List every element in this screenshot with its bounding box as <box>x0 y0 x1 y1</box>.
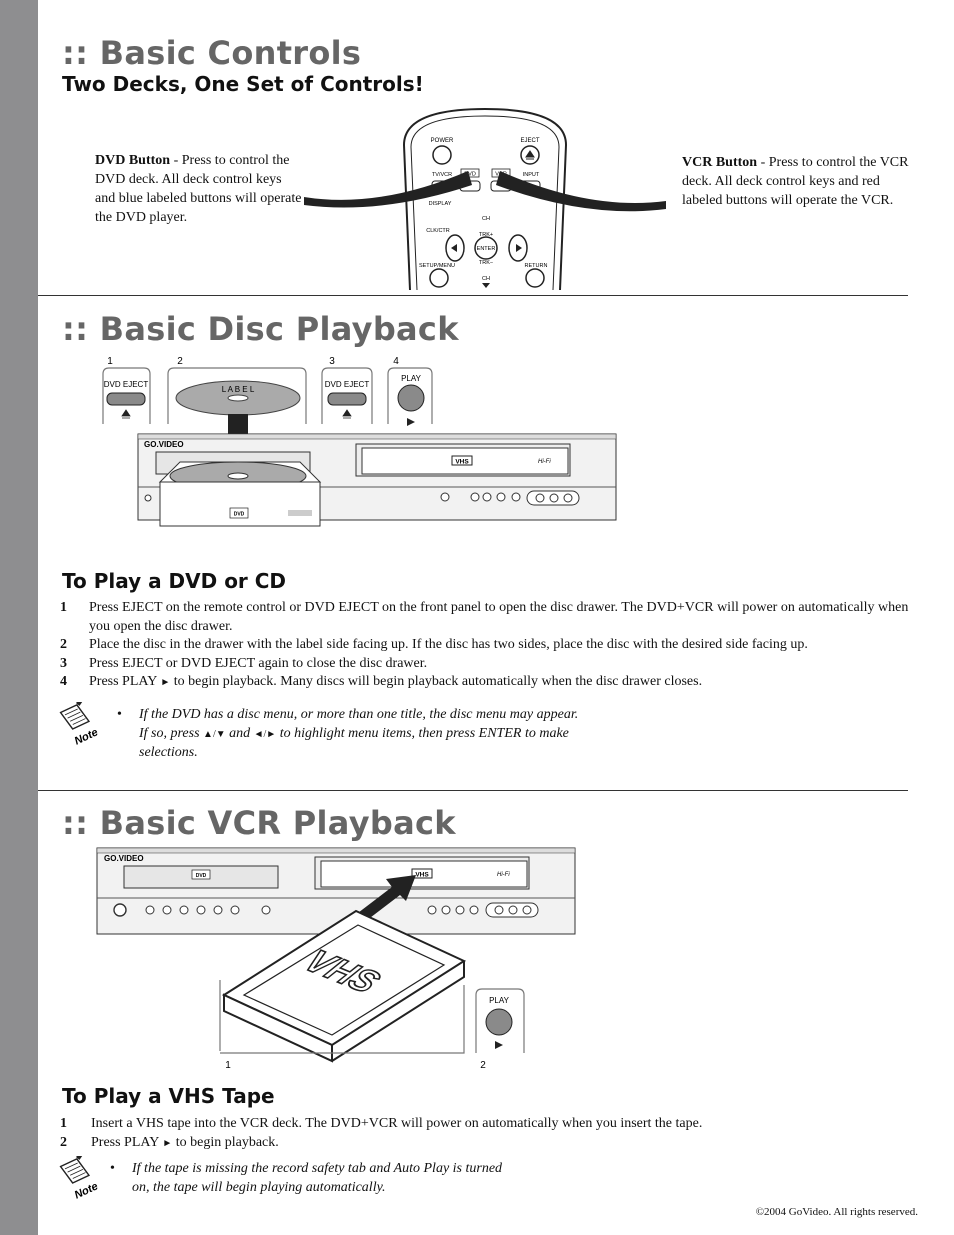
svg-text:CLK/CTR: CLK/CTR <box>426 228 450 234</box>
play-icon: ► <box>160 677 171 688</box>
svg-text:GO.VIDEO: GO.VIDEO <box>144 440 184 449</box>
svg-text:CH: CH <box>482 216 490 222</box>
svg-text:RETURN: RETURN <box>525 263 548 269</box>
remote-dvd-label: DVD <box>464 172 476 178</box>
svg-text:Note: Note <box>73 1180 100 1201</box>
svg-text:Hi-Fi: Hi-Fi <box>497 872 510 878</box>
svg-text:PLAY: PLAY <box>489 996 510 1005</box>
svg-text:DVD: DVD <box>196 873 207 879</box>
section-divider <box>38 295 908 296</box>
left-sidebar-bar <box>0 0 38 1235</box>
svg-text:L A B E L: L A B E L <box>222 385 255 394</box>
svg-text:DISPLAY: DISPLAY <box>429 201 452 207</box>
disc-step-number: 2 <box>177 356 183 367</box>
svg-text:Note: Note <box>73 726 100 747</box>
disc-playback-illustration: 1 2 3 4 DVD EJECT L A B E L DVD EJECT PL… <box>102 356 617 527</box>
basic-vcr-playback-title: :: Basic VCR Playback <box>62 804 456 842</box>
up-down-arrows-icon: ▲/▼ <box>203 728 226 740</box>
disc-step-number: 4 <box>393 356 399 367</box>
basic-controls-subtitle: Two Decks, One Set of Controls! <box>62 72 424 96</box>
svg-text:VHS: VHS <box>455 459 469 466</box>
svg-text:CH: CH <box>482 276 490 282</box>
disc-step-number: 1 <box>107 356 113 367</box>
section-divider <box>38 790 908 791</box>
svg-text:TV/VCR: TV/VCR <box>432 172 452 178</box>
svg-text:PLAY: PLAY <box>401 374 422 383</box>
vcr-playback-illustration: GO.VIDEO DVD VHS Hi-Fi VHS PLAY 1 2 <box>96 847 576 1071</box>
note-icon: Note <box>59 1156 100 1202</box>
basic-disc-playback-title: :: Basic Disc Playback <box>62 310 459 348</box>
copyright-footer: ©2004 GoVideo. All rights reserved. <box>755 1206 918 1218</box>
note-icon: Note <box>59 702 100 748</box>
left-right-arrows-icon: ◄/► <box>253 728 277 740</box>
vhs-note: • If the tape is missing the record safe… <box>110 1161 503 1195</box>
play-icon: ► <box>162 1137 173 1149</box>
vcr-step-number: 1 <box>225 1060 231 1071</box>
basic-controls-title: :: Basic Controls <box>62 34 362 72</box>
play-vhs-heading: To Play a VHS Tape <box>62 1084 275 1108</box>
svg-text:TRK+: TRK+ <box>479 232 493 238</box>
list-item: 4 Press PLAY ► to begin playback. Many d… <box>60 674 703 689</box>
vcr-step-number: 2 <box>480 1060 486 1071</box>
svg-text:DVD EJECT: DVD EJECT <box>325 380 370 389</box>
svg-text:INPUT: INPUT <box>523 172 540 178</box>
svg-text:DVD EJECT: DVD EJECT <box>104 380 149 389</box>
svg-text:SETUP/MENU: SETUP/MENU <box>419 263 455 269</box>
svg-text:VHS: VHS <box>415 872 429 879</box>
svg-text:POWER: POWER <box>431 138 454 144</box>
svg-text:DVD: DVD <box>234 512 245 518</box>
svg-text:TRK−: TRK− <box>479 260 493 266</box>
play-dvd-heading: To Play a DVD or CD <box>62 569 287 593</box>
dvd-button-callout: DVD Button - Press to control the DVD de… <box>95 153 302 225</box>
svg-text:ENTER: ENTER <box>477 246 496 252</box>
svg-text:EJECT: EJECT <box>520 138 539 144</box>
list-item: 2 Press PLAY ► to begin playback. <box>60 1134 279 1150</box>
svg-text:GO.VIDEO: GO.VIDEO <box>104 854 144 863</box>
remote-control-illustration: POWER EJECT TV/VCR DVD VCR INPUT DISPLAY… <box>304 107 666 290</box>
svg-text:Hi-Fi: Hi-Fi <box>538 459 551 465</box>
disc-step-number: 3 <box>329 356 335 367</box>
vcr-button-callout: VCR Button - Press to control the VCR de… <box>682 155 909 208</box>
dvd-note: • If the DVD has a disc menu, or more th… <box>117 707 579 760</box>
